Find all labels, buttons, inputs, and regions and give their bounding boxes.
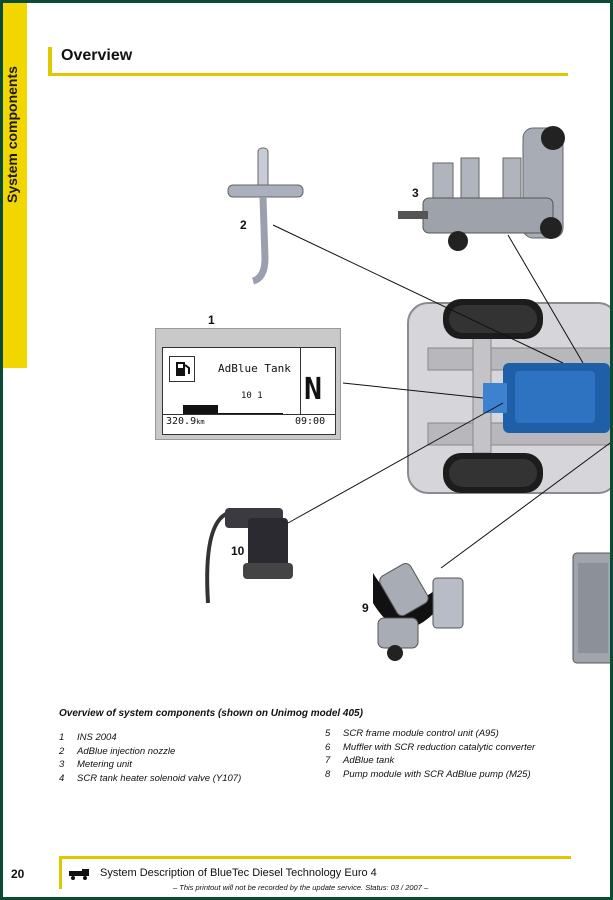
title-rule xyxy=(48,73,568,76)
metering-unit xyxy=(398,126,565,251)
legend-number: 4 xyxy=(59,772,65,784)
title-accent-bar xyxy=(48,47,52,75)
legend-item: 6 Muffler with SCR reduction catalytic co… xyxy=(325,741,535,755)
fill-level-bar xyxy=(183,405,218,413)
callout-2: 2 xyxy=(240,218,247,232)
odometer: 320.9km xyxy=(166,416,205,427)
legend-item: 4 SCR tank heater solenoid valve (Y107) xyxy=(59,772,241,786)
page-title: Overview xyxy=(61,47,133,64)
legend-number: 7 xyxy=(325,755,331,766)
legend-number: 2 xyxy=(59,745,65,757)
components-illustration xyxy=(205,126,610,664)
display-value: 10 1 xyxy=(241,391,263,401)
callout-1: 1 xyxy=(208,313,215,327)
display-title: AdBlue Tank xyxy=(218,362,291,375)
legend-item: 3 Metering unit xyxy=(59,758,241,772)
legend-text: AdBlue injection nozzle xyxy=(77,745,176,757)
display-divider-horizontal xyxy=(163,414,335,415)
legend-item: 8 Pump module with SCR AdBlue pump (M25) xyxy=(325,768,535,782)
leader-lines xyxy=(272,224,610,569)
legend-item: 1 INS 2004 xyxy=(59,731,241,745)
callout-3: 3 xyxy=(412,186,419,200)
gear-indicator: N xyxy=(304,372,323,407)
display-divider xyxy=(300,348,301,414)
legend-text: Muffler with SCR reduction catalytic con… xyxy=(343,741,536,753)
wheel-front xyxy=(443,299,543,339)
document-page: System components Overview xyxy=(3,3,610,897)
legend-left: 1 INS 2004 2 AdBlue injection nozzle 3 Meteri… xyxy=(59,731,241,785)
figure-caption: Overview of system components (shown on … xyxy=(59,708,363,719)
page-number: 20 xyxy=(11,867,25,881)
legend-text: SCR tank heater solenoid valve (Y107) xyxy=(77,772,242,784)
legend-number: 5 xyxy=(325,728,331,739)
section-side-tab: System components xyxy=(3,3,27,368)
footer-note: – This printout will not be recorded by … xyxy=(173,883,429,892)
legend-item: 5 SCR frame module control unit (A95) xyxy=(325,727,535,741)
display-screen: AdBlue Tank 10 1 N 320.9km 09:00 xyxy=(162,347,336,435)
callout-9: 9 xyxy=(362,601,369,615)
odometer-value: 320.9 xyxy=(166,416,197,427)
engine-block xyxy=(483,363,610,433)
legend-text: SCR frame module control unit (A95) xyxy=(343,728,499,739)
legend-number: 6 xyxy=(325,741,331,753)
legend-item: 2 AdBlue injection nozzle xyxy=(59,745,241,759)
fuel-pump-icon xyxy=(169,356,195,382)
legend-number: 1 xyxy=(59,732,65,743)
odometer-unit: km xyxy=(196,418,205,426)
control-unit xyxy=(572,552,610,664)
fill-scale xyxy=(183,405,283,414)
footer-rule xyxy=(59,856,571,859)
legend-text: INS 2004 xyxy=(77,732,117,743)
injection-nozzle xyxy=(227,147,304,285)
legend-number: 3 xyxy=(59,759,65,770)
pump-module xyxy=(373,563,464,661)
footer-accent-bar xyxy=(59,856,62,889)
truck-icon xyxy=(69,867,91,885)
legend-number: 8 xyxy=(325,768,331,780)
legend-text: Metering unit xyxy=(77,759,132,770)
clock: 09:00 xyxy=(295,416,326,427)
callout-10: 10 xyxy=(231,544,245,558)
legend-text: AdBlue tank xyxy=(343,755,395,766)
wheel-rear xyxy=(443,453,543,493)
legend-text: Pump module with SCR AdBlue pump (M25) xyxy=(343,768,531,780)
legend-right: 5 SCR frame module control unit (A95) 6 Muf… xyxy=(325,727,535,781)
legend-item: 7 AdBlue tank xyxy=(325,754,535,768)
solenoid-valve xyxy=(205,508,293,604)
ins-display: AdBlue Tank 10 1 N 320.9km 09:00 xyxy=(155,328,341,440)
footer-title: System Description of BlueTec Diesel Tec… xyxy=(100,867,377,879)
